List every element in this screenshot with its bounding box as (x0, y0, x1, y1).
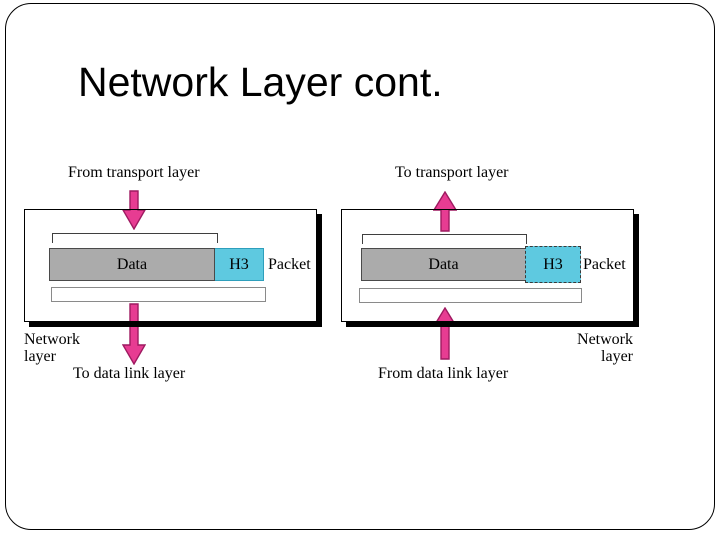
down-arrow-icon (122, 190, 146, 230)
network-layer-box: Data H3 Packet (24, 209, 317, 322)
h3-header-segment: H3 (215, 248, 264, 281)
page-title: Network Layer cont. (78, 59, 443, 105)
data-segment: Data (361, 248, 526, 281)
network-layer-label: Network layer (24, 331, 80, 365)
packet-bar: Data H3 (361, 246, 581, 283)
packet-caption: Packet (583, 255, 626, 273)
data-segment: Data (49, 248, 215, 281)
to-datalink-label: To data link layer (73, 365, 186, 382)
data-bracket (52, 233, 218, 243)
network-layer-label-line2: layer (24, 348, 56, 365)
packet-bracket (359, 288, 582, 303)
down-arrow-icon (122, 303, 146, 365)
slide-border (5, 3, 715, 530)
packet-bar: Data H3 (49, 248, 264, 281)
network-layer-label: Network layer (555, 331, 633, 365)
packet-caption: Packet (268, 255, 311, 273)
h3-header-segment: H3 (525, 246, 581, 283)
from-datalink-label: From data link layer (378, 365, 509, 382)
network-layer-label-line2: layer (601, 348, 633, 365)
packet-bracket (51, 287, 266, 302)
data-bracket (362, 234, 527, 244)
network-layer-label-line1: Network (24, 331, 80, 348)
up-arrow-icon (433, 191, 457, 232)
network-layer-label-line1: Network (577, 331, 633, 348)
up-arrow-icon (433, 307, 457, 360)
to-transport-label: To transport layer (395, 164, 509, 181)
network-layer-box: Data H3 Packet (341, 209, 634, 322)
from-transport-label: From transport layer (68, 164, 200, 181)
